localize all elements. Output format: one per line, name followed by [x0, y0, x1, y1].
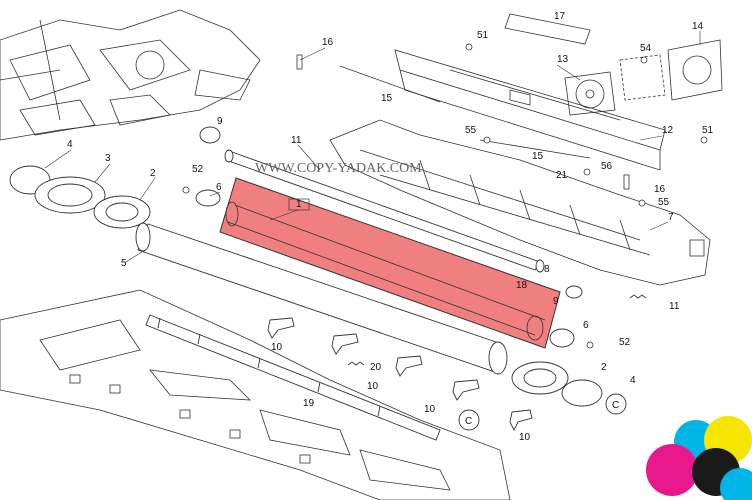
spring-parts-20 [347, 294, 647, 366]
fan-part-13 [564, 54, 666, 116]
callout-2: 2 [150, 168, 156, 179]
callout-c: C [465, 416, 472, 427]
callout-1: 1 [296, 199, 302, 210]
callout-51: 51 [702, 125, 714, 136]
callout-55: 55 [658, 197, 670, 208]
pin-parts-16 [296, 54, 630, 190]
callout-54: 54 [640, 43, 652, 54]
bracket-part-12 [394, 49, 666, 171]
callout-9: 9 [553, 296, 559, 307]
callout-15: 15 [381, 93, 393, 104]
callout-c: C [612, 400, 619, 411]
right-frame-part-7 [329, 119, 711, 286]
gear-9 [565, 285, 583, 299]
roller-part-11 [224, 149, 545, 273]
guide-part-19 [145, 314, 441, 441]
callout-6: 6 [583, 320, 589, 331]
callout-19: 19 [303, 398, 315, 409]
callout-labels: 1 2 2 3 4 4 5 6 6 7 8 9 9 10 10 10 10 11… [67, 11, 714, 443]
callout-6: 6 [216, 182, 222, 193]
callout-16: 16 [322, 37, 334, 48]
leader-lines [44, 31, 701, 263]
bushing-6 [195, 189, 221, 207]
separation-claws-10 [267, 317, 533, 432]
callout-10: 10 [519, 432, 531, 443]
c-clips [458, 393, 627, 431]
callout-16: 16 [654, 184, 666, 195]
callout-52: 52 [619, 337, 631, 348]
callout-12: 12 [662, 125, 674, 136]
lower-frame [0, 289, 511, 500]
callout-17: 17 [554, 11, 566, 22]
callout-14: 14 [692, 21, 704, 32]
watermark-text: WWW.COPY-YADAK.COM [255, 161, 422, 176]
duct-part-14 [667, 39, 723, 101]
callout-4: 4 [67, 139, 73, 150]
callout-10: 10 [271, 342, 283, 353]
callout-10: 10 [424, 404, 436, 415]
callout-3: 3 [105, 153, 111, 164]
callout-21: 21 [556, 170, 568, 181]
callout-52: 52 [192, 164, 204, 175]
upper-left-frame [0, 9, 261, 141]
right-ring-parts [511, 285, 603, 407]
callout-9: 9 [217, 116, 223, 127]
callout-7: 7 [668, 212, 674, 223]
callout-8: 8 [544, 264, 550, 275]
left-ring-parts [9, 126, 221, 229]
callout-56: 56 [601, 161, 613, 172]
snap-ring-4 [561, 379, 603, 407]
pressure-roller-part-5 [135, 222, 508, 375]
callout-4: 4 [630, 375, 636, 386]
color-circles-logo [646, 416, 752, 500]
plate-part-17 [504, 13, 591, 45]
heat-roller-part-1 [219, 177, 561, 349]
callout-13: 13 [557, 54, 569, 65]
gear-9 [199, 126, 221, 144]
callout-55: 55 [465, 125, 477, 136]
callout-2: 2 [601, 362, 607, 373]
callout-20: 20 [370, 362, 382, 373]
callout-51: 51 [477, 30, 489, 41]
bushing-6 [549, 328, 575, 348]
highlight-region [219, 177, 561, 349]
callout-11: 11 [669, 301, 680, 312]
rod-parts-15 [339, 65, 591, 159]
callout-15: 15 [532, 151, 544, 162]
callout-11: 11 [291, 135, 302, 146]
callout-10: 10 [367, 381, 379, 392]
callout-18: 18 [516, 280, 528, 291]
callout-5: 5 [121, 258, 127, 269]
screws [182, 43, 708, 349]
